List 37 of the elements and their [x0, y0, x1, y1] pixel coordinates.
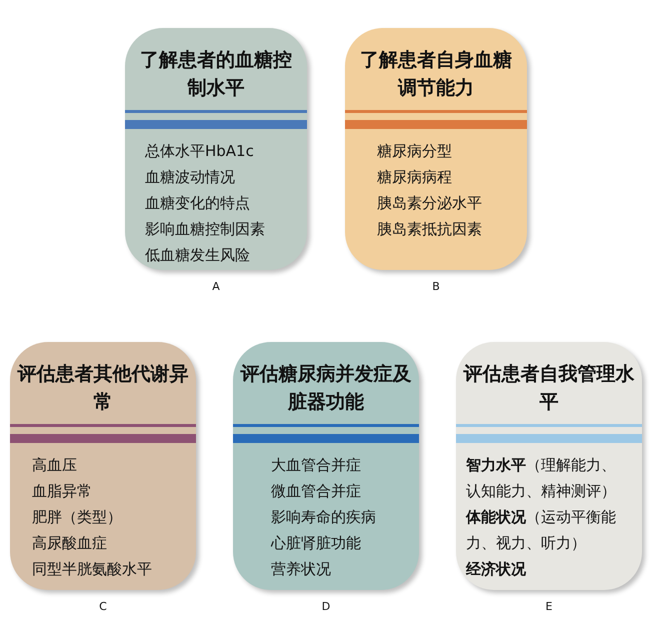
card-heading: 了解患者的血糖控制水平 [139, 48, 293, 101]
rounded-card [233, 342, 419, 590]
list-item: 高尿酸血症 [32, 533, 108, 554]
card-heading: 评估患者其他代谢异常 [16, 362, 190, 415]
list-item: 糖尿病病程 [377, 167, 453, 188]
list-item: 经济状况 [466, 559, 527, 580]
rounded-card [125, 28, 307, 270]
list-item: 高血压 [32, 455, 78, 476]
list-item: 心脏肾脏功能 [271, 533, 362, 554]
card-heading: 评估患者自我管理水平 [462, 362, 636, 415]
panel-letter: B [431, 280, 441, 293]
panel-letter: C [98, 600, 108, 613]
list-item: 影响血糖控制因素 [145, 219, 266, 240]
list-item: 体能状况（运动平衡能力、视力、听力） [466, 507, 617, 554]
panel-letter: D [320, 600, 332, 613]
list-item: 糖尿病分型 [377, 141, 453, 162]
list-item: 低血糖发生风险 [145, 245, 251, 266]
list-item: 血糖波动情况 [145, 167, 236, 188]
rounded-card [345, 28, 527, 270]
list-item: 总体水平HbA1c [145, 141, 255, 162]
card-heading: 评估糖尿病并发症及脏器功能 [239, 362, 412, 415]
list-item: 营养状况 [271, 559, 332, 580]
list-item: 同型半胱氨酸水平 [32, 559, 153, 580]
rounded-card [456, 342, 642, 590]
list-item: 血脂异常 [32, 481, 93, 502]
list-item: 胰岛素抵抗因素 [377, 219, 483, 240]
list-item: 智力水平（理解能力、认知能力、精神测评） [466, 455, 617, 502]
list-item: 微血管合并症 [271, 481, 362, 502]
rounded-card [10, 342, 196, 590]
list-item: 肥胖（类型） [32, 507, 123, 528]
panel-letter: A [211, 280, 221, 293]
card-heading: 了解患者自身血糖调节能力 [359, 48, 513, 101]
list-item: 大血管合并症 [271, 455, 362, 476]
list-item: 血糖变化的特点 [145, 193, 251, 214]
panel-letter: E [544, 600, 554, 613]
list-item: 影响寿命的疾病 [271, 507, 377, 528]
list-item: 胰岛素分泌水平 [377, 193, 483, 214]
